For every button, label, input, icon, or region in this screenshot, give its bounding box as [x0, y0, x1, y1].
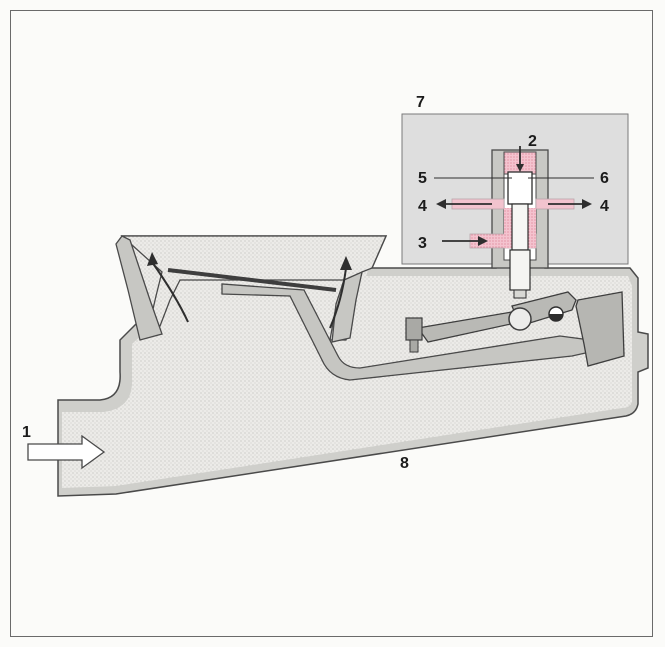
airflow-right-arrowhead-icon	[340, 256, 352, 270]
label-2: 2	[528, 133, 537, 150]
control-plunger-rod	[509, 249, 531, 291]
fuel-inlet-arrowhead-icon	[478, 236, 488, 246]
airflow-left-arrow-icon	[151, 261, 189, 323]
label-3: 3	[418, 235, 427, 252]
label-4-left: 4	[418, 198, 427, 215]
control-pressure-arrowhead-icon	[516, 164, 524, 172]
funnel-right-wall	[331, 270, 363, 343]
label-8: 8	[400, 455, 409, 472]
adjusting-screw	[405, 317, 423, 341]
adjusting-screw-stem	[409, 339, 419, 353]
funnel-left-wall	[115, 235, 163, 341]
airflow-right-arrow-icon	[329, 267, 347, 329]
plunger-tip	[513, 289, 527, 299]
figure-border	[10, 10, 653, 637]
control-plunger-stem	[511, 203, 529, 251]
label-1: 1	[22, 424, 31, 441]
label-4-right: 4	[600, 198, 609, 215]
control-plunger	[507, 171, 533, 205]
label-6: 6	[600, 170, 609, 187]
outlet-right-arrowhead-icon	[582, 199, 592, 209]
lever-pivot	[508, 307, 532, 331]
sensor-plate	[167, 268, 337, 292]
outlet-left-arrowhead-icon	[436, 199, 446, 209]
label-5: 5	[418, 170, 427, 187]
counterweight	[575, 291, 625, 367]
airflow-left-arrowhead-icon	[147, 252, 158, 266]
label-7: 7	[416, 94, 425, 111]
inlet-hollow-arrow-icon	[27, 434, 106, 470]
pivot-pin-half-icon	[549, 314, 563, 321]
